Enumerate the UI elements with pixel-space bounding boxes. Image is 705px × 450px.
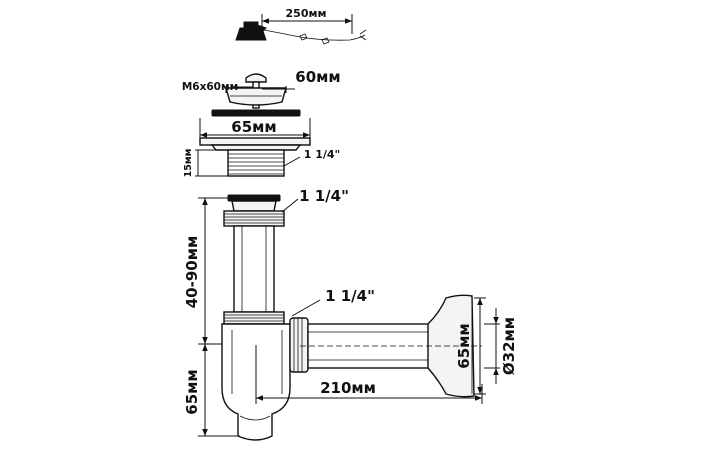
thread-height-label: 15мм — [183, 149, 194, 178]
rosette-diameter-label: 65мм — [455, 323, 473, 368]
rosette-diameter-dimension: 65мм — [455, 297, 486, 395]
height-adjust-label: 40-90мм — [183, 236, 201, 309]
chain-length-label: 250мм — [286, 7, 327, 20]
thread-height-dimension: 15мм — [183, 149, 228, 178]
chain-length-dimension: 250мм — [261, 7, 353, 34]
strainer-assembly — [199, 73, 311, 177]
horizontal-length-dimension: 210мм — [255, 345, 483, 404]
thread-outlet-label: 1 1/4" — [304, 148, 341, 161]
trap-inlet-thread-label: 1 1/4" — [299, 187, 349, 205]
bottom-height-label: 65мм — [183, 369, 201, 414]
stopper-with-chain — [235, 21, 367, 45]
strainer-flange-dimension: 65мм — [199, 118, 311, 138]
bottle-trap — [221, 194, 475, 441]
pipe-diameter-dimension: Ø32мм — [484, 308, 518, 384]
height-adjust-dimension: 40-90мм — [183, 197, 232, 345]
bottom-height-dimension: 65мм — [183, 344, 240, 437]
bolt-label: M6x60мм — [182, 81, 238, 93]
side-thread-label: 1 1/4" — [325, 287, 375, 305]
pipe-diameter-label: Ø32мм — [500, 317, 518, 375]
strainer-flange-label: 65мм — [231, 118, 276, 136]
horizontal-length-label: 210мм — [320, 379, 376, 397]
strainer-top-dimension: 60мм — [225, 68, 341, 93]
strainer-top-label: 60мм — [295, 68, 340, 86]
